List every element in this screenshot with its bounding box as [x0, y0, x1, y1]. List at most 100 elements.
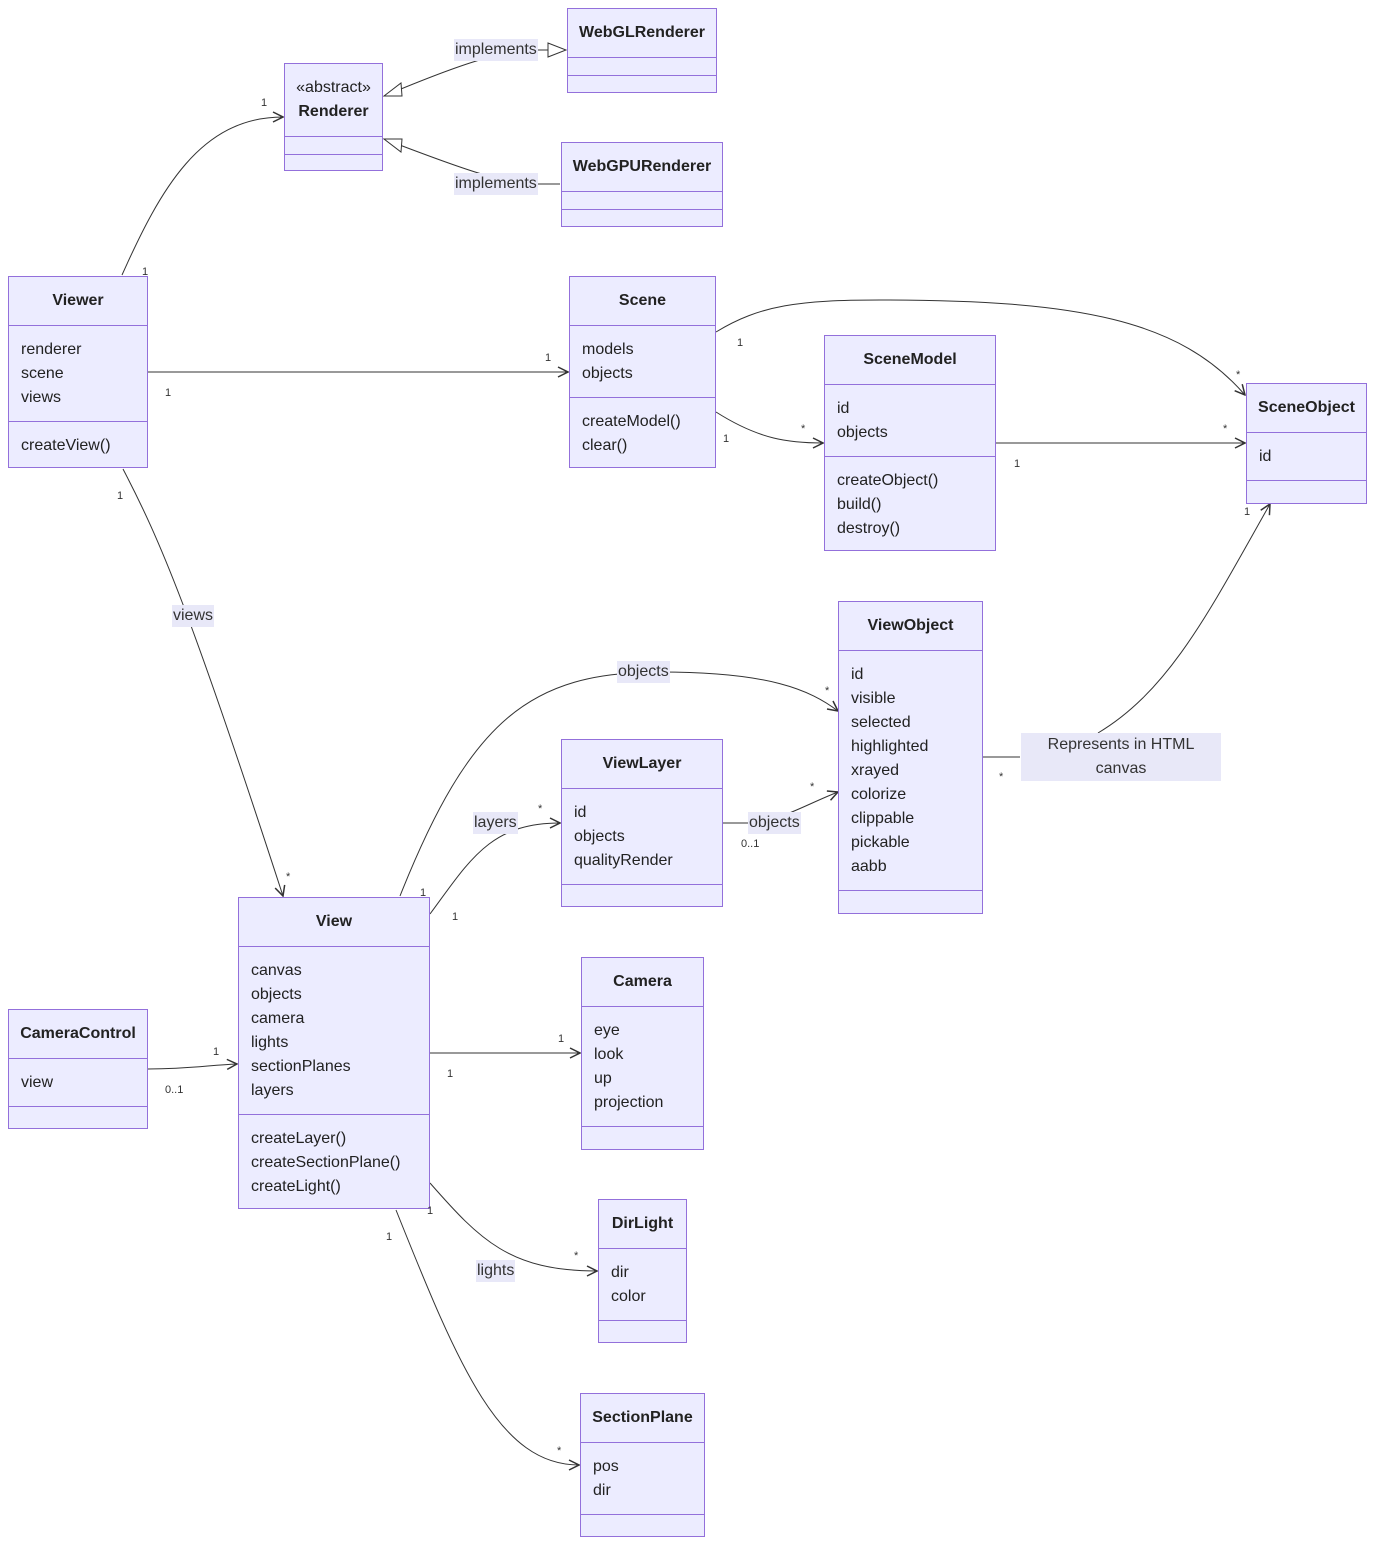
method: createLight(): [251, 1178, 341, 1195]
attribute: qualityRender: [574, 852, 673, 869]
class-viewlayer-attributes: id objects qualityRender: [562, 788, 722, 884]
class-webglrenderer-name: WebGLRenderer: [579, 24, 705, 41]
cardinality: 1: [142, 266, 149, 278]
class-dirlight-methods: [599, 1320, 686, 1342]
method: destroy(): [837, 520, 901, 537]
class-sceneobject[interactable]: SceneObject id: [1246, 383, 1367, 504]
cardinality: 1: [1014, 458, 1021, 470]
class-renderer-methods: [285, 154, 382, 172]
class-renderer-stereotype: «abstract»: [296, 79, 371, 96]
cardinality: *: [574, 1250, 579, 1262]
cardinality: 0..1: [165, 1084, 184, 1096]
class-sectionplane[interactable]: SectionPlane pos dir: [580, 1393, 705, 1537]
cardinality: *: [999, 771, 1004, 783]
class-scenemodel[interactable]: SceneModel id objects createObject() bui…: [824, 335, 996, 551]
class-view-name: View: [315, 913, 353, 930]
cardinality: *: [810, 781, 815, 793]
method: createSectionPlane(): [251, 1154, 401, 1171]
class-cameracontrol[interactable]: CameraControl view: [8, 1009, 148, 1129]
attribute: up: [594, 1070, 612, 1087]
class-sceneobject-methods: [1247, 480, 1366, 503]
class-viewer-header: Viewer: [9, 277, 147, 325]
class-sectionplane-name: SectionPlane: [592, 1409, 693, 1426]
cardinality: *: [1236, 369, 1241, 381]
class-viewlayer[interactable]: ViewLayer id objects qualityRender: [561, 739, 723, 907]
class-scene-attributes: models objects: [570, 325, 715, 397]
attribute: objects: [582, 365, 633, 382]
class-camera-name: Camera: [613, 973, 672, 990]
method: build(): [837, 496, 882, 513]
cardinality: 1: [386, 1231, 393, 1243]
cardinality: 1: [558, 1033, 565, 1045]
class-webgpurenderer-attributes: [562, 191, 722, 209]
attribute: aabb: [851, 858, 887, 875]
edge-label-layers: layers: [473, 812, 518, 834]
attribute: dir: [611, 1264, 629, 1281]
edge-note-represents-html-canvas: Represents in HTML canvas: [1021, 733, 1221, 781]
class-viewer-name: Viewer: [52, 292, 104, 309]
edge-view-sectionplane: [395, 1209, 579, 1465]
attribute: camera: [251, 1010, 305, 1027]
cardinality: 1: [117, 490, 124, 502]
attribute: scene: [21, 365, 64, 382]
class-renderer[interactable]: «abstract» Renderer: [284, 63, 383, 171]
cardinality: 1: [452, 911, 459, 923]
class-scenemodel-name: SceneModel: [863, 351, 957, 368]
class-viewobject-name: ViewObject: [867, 617, 954, 634]
class-webgpurenderer-methods: [562, 209, 722, 227]
class-dirlight-header: DirLight: [599, 1200, 686, 1248]
edge-view-dirlight: [429, 1182, 597, 1271]
class-viewobject[interactable]: ViewObject id visible selected highlight…: [838, 601, 983, 914]
class-dirlight-attributes: dir color: [599, 1248, 686, 1320]
attribute: dir: [593, 1482, 611, 1499]
attribute: renderer: [21, 341, 82, 358]
attribute: layers: [251, 1082, 294, 1099]
class-sectionplane-attributes: pos dir: [581, 1442, 704, 1514]
inherit-triangle-webgl: [382, 82, 403, 97]
class-dirlight[interactable]: DirLight dir color: [598, 1199, 687, 1343]
cardinality: 1: [723, 433, 730, 445]
class-webglrenderer[interactable]: WebGLRenderer: [567, 8, 717, 93]
attribute: id: [574, 804, 587, 821]
attribute: visible: [851, 690, 896, 707]
class-scene-methods: createModel() clear(): [570, 397, 715, 468]
edge-label-implements-webgpu: implements: [454, 173, 538, 195]
attribute: id: [851, 666, 864, 683]
attribute: sectionPlanes: [251, 1058, 351, 1075]
class-sectionplane-methods: [581, 1514, 704, 1536]
edge-label-lights: lights: [476, 1260, 516, 1282]
method: clear(): [582, 437, 628, 454]
class-sectionplane-header: SectionPlane: [581, 1394, 704, 1442]
class-sceneobject-attributes: id: [1247, 432, 1366, 480]
attribute: highlighted: [851, 738, 929, 755]
attribute: objects: [574, 828, 625, 845]
class-webgpurenderer-name: WebGPURenderer: [572, 158, 712, 175]
class-viewer[interactable]: Viewer renderer scene views createView(): [8, 276, 148, 468]
class-cameracontrol-attributes: view: [9, 1058, 147, 1106]
class-camera[interactable]: Camera eye look up projection: [581, 957, 704, 1150]
edge-label-objects-layer: objects: [748, 812, 801, 834]
class-sceneobject-name: SceneObject: [1258, 399, 1355, 416]
class-cameracontrol-header: CameraControl: [9, 1010, 147, 1058]
class-webglrenderer-methods: [568, 75, 716, 93]
class-camera-attributes: eye look up projection: [582, 1006, 703, 1126]
class-scene[interactable]: Scene models objects createModel() clear…: [569, 276, 716, 468]
class-camera-header: Camera: [582, 958, 703, 1006]
attribute: pos: [593, 1458, 619, 1475]
cardinality: 1: [165, 387, 172, 399]
cardinality: 1: [737, 337, 744, 349]
attribute: pickable: [851, 834, 910, 851]
method: createObject(): [837, 472, 939, 489]
edge-viewobject-sceneobject: [983, 504, 1270, 758]
class-webgpurenderer[interactable]: WebGPURenderer: [561, 142, 723, 227]
attribute: lights: [251, 1034, 289, 1051]
class-sceneobject-header: SceneObject: [1247, 384, 1366, 432]
method: createLayer(): [251, 1130, 347, 1147]
attribute: color: [611, 1288, 646, 1305]
class-view[interactable]: View canvas objects camera lights sectio…: [238, 897, 430, 1209]
class-cameracontrol-name: CameraControl: [20, 1025, 136, 1042]
method: createModel(): [582, 413, 681, 430]
class-renderer-name: Renderer: [298, 103, 369, 120]
attribute: view: [21, 1074, 54, 1091]
class-cameracontrol-methods: [9, 1106, 147, 1128]
